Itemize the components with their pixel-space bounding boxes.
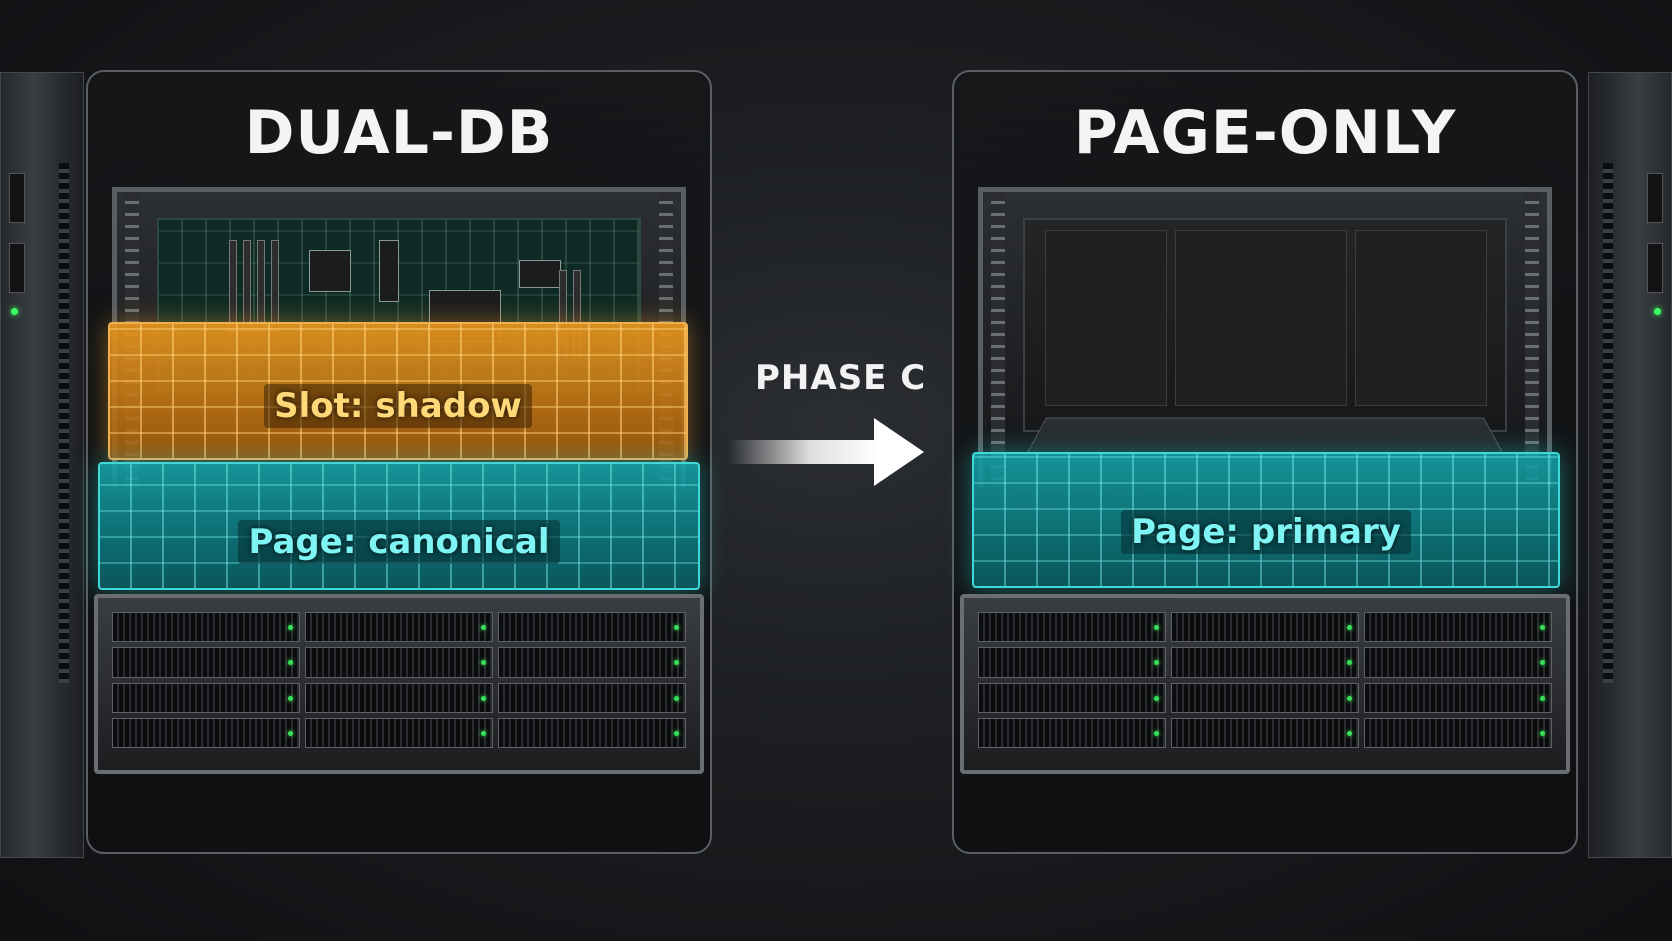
- page-only-drive-cage: [960, 594, 1570, 774]
- left-server-rack: [0, 72, 84, 858]
- dual-db-panel: DUAL-DB Slot: shadow Page: canonical: [86, 70, 712, 854]
- page-only-server-chassis: [978, 187, 1552, 487]
- empty-bay: [1022, 218, 1508, 461]
- page-canonical-layer: Page: canonical: [98, 462, 700, 590]
- page-canonical-label: Page: canonical: [238, 520, 560, 564]
- dual-db-title: DUAL-DB: [244, 98, 554, 168]
- page-primary-label: Page: primary: [1121, 510, 1411, 554]
- phase-label: PHASE C: [755, 358, 927, 398]
- slot-shadow-layer: Slot: shadow: [108, 322, 688, 460]
- dual-db-drive-cage: [94, 594, 704, 774]
- right-server-rack: [1588, 72, 1672, 858]
- page-only-title: PAGE-ONLY: [1073, 98, 1457, 168]
- arrow-right-icon: [728, 418, 924, 486]
- page-only-panel: PAGE-ONLY Page: primary: [952, 70, 1578, 854]
- slot-shadow-label: Slot: shadow: [264, 384, 532, 428]
- page-primary-layer: Page: primary: [972, 452, 1560, 588]
